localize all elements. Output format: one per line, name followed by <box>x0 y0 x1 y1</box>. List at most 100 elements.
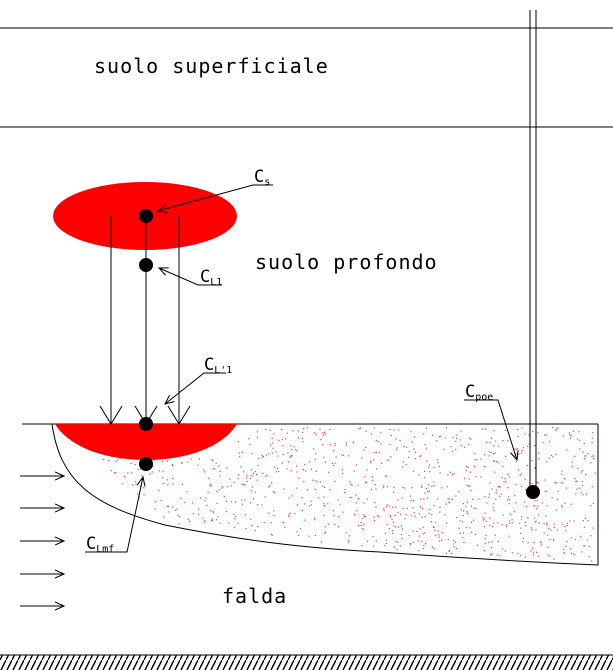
speckle-dot <box>131 472 133 474</box>
speckle-dot <box>207 491 209 493</box>
speckle-dot <box>546 490 548 492</box>
speckle-dot <box>519 522 521 524</box>
speckle-dot <box>389 428 391 431</box>
speckle-dot <box>233 527 236 529</box>
speckle-dot <box>475 507 477 509</box>
speckle-dot <box>245 527 247 530</box>
speckle-dot <box>519 554 521 557</box>
speckle-dot <box>505 455 507 457</box>
speckle-dot <box>424 492 426 494</box>
speckle-dot <box>226 467 228 469</box>
speckle-dot <box>462 503 464 505</box>
speckle-dot <box>234 518 236 520</box>
speckle-dot <box>547 527 550 529</box>
speckle-dot <box>588 556 590 558</box>
speckle-dot <box>445 503 447 505</box>
speckle-dot <box>273 510 275 512</box>
speckle-dot <box>250 518 252 520</box>
speckle-dot <box>569 434 571 436</box>
speckle-dot <box>396 541 399 543</box>
speckle-dot <box>515 484 517 486</box>
speckle-dot <box>136 493 139 495</box>
speckle-dot <box>553 540 555 542</box>
speckle-dot <box>160 499 162 502</box>
speckle-dot <box>538 522 540 524</box>
speckle-dot <box>344 489 346 491</box>
speckle-dot <box>561 473 563 475</box>
speckle-dot <box>531 529 533 531</box>
speckle-dot <box>314 480 316 482</box>
speckle-dot <box>547 534 549 536</box>
speckle-dot <box>370 433 372 435</box>
speckle-dot <box>168 511 170 513</box>
speckle-dot <box>303 519 305 521</box>
cl1p-point <box>139 417 153 431</box>
speckle-dot <box>349 496 351 498</box>
speckle-dot <box>360 522 362 524</box>
speckle-dot <box>189 520 191 522</box>
speckle-dot <box>219 522 221 524</box>
speckle-dot <box>412 470 415 472</box>
speckle-dot <box>263 455 265 458</box>
speckle-dot <box>388 528 391 530</box>
speckle-dot <box>364 481 367 483</box>
speckle-dot <box>433 485 435 487</box>
speckle-dot <box>423 477 426 479</box>
speckle-dot <box>569 548 571 550</box>
speckle-dot <box>375 540 377 542</box>
speckle-dot <box>591 560 593 562</box>
speckle-dot <box>314 458 316 460</box>
speckle-dot <box>461 521 463 523</box>
speckle-dot <box>463 510 465 512</box>
speckle-dot <box>358 497 360 500</box>
speckle-dot <box>388 505 390 507</box>
speckle-dot <box>179 516 181 518</box>
speckle-dot <box>526 464 528 467</box>
speckle-dot <box>344 492 346 494</box>
speckle-dot <box>218 465 220 467</box>
speckle-dot <box>363 515 365 517</box>
speckle-dot <box>574 477 576 479</box>
speckle-dot <box>143 494 145 496</box>
speckle-dot <box>152 465 154 468</box>
speckle-dot <box>584 455 586 457</box>
speckle-dot <box>414 515 416 517</box>
speckle-dot <box>496 554 498 556</box>
speckle-dot <box>203 521 205 523</box>
speckle-dot <box>574 455 576 457</box>
speckle-dot <box>110 470 112 472</box>
speckle-dot <box>482 428 484 430</box>
speckle-dot <box>184 501 186 503</box>
speckle-dot <box>493 522 495 524</box>
speckle-dot <box>286 468 288 470</box>
speckle-dot <box>143 487 145 489</box>
speckle-dot <box>576 438 579 440</box>
speckle-dot <box>323 503 325 505</box>
speckle-dot <box>122 483 124 485</box>
speckle-dot <box>520 532 522 535</box>
speckle-dot <box>345 532 347 534</box>
speckle-dot <box>438 465 440 467</box>
speckle-dot <box>308 535 310 537</box>
speckle-dot <box>324 461 326 463</box>
speckle-dot <box>245 477 248 479</box>
speckle-dot <box>365 430 367 432</box>
speckle-dot <box>437 530 439 532</box>
speckle-dot <box>187 518 189 520</box>
speckle-dot <box>315 470 317 472</box>
speckle-dot <box>433 481 435 483</box>
speckle-dot <box>108 459 110 462</box>
cpoe-leader <box>464 399 517 460</box>
speckle-dot <box>455 548 457 550</box>
speckle-dot <box>423 498 425 500</box>
speckle-dot <box>545 434 547 436</box>
speckle-dot <box>241 451 243 453</box>
speckle-dot <box>186 490 188 493</box>
speckle-dot <box>430 521 432 523</box>
speckle-dot <box>494 534 496 536</box>
speckle-dot <box>216 519 218 521</box>
speckle-dot <box>485 428 487 430</box>
speckle-dot <box>257 464 259 466</box>
speckle-dot <box>592 432 594 434</box>
speckle-dot <box>319 481 321 483</box>
